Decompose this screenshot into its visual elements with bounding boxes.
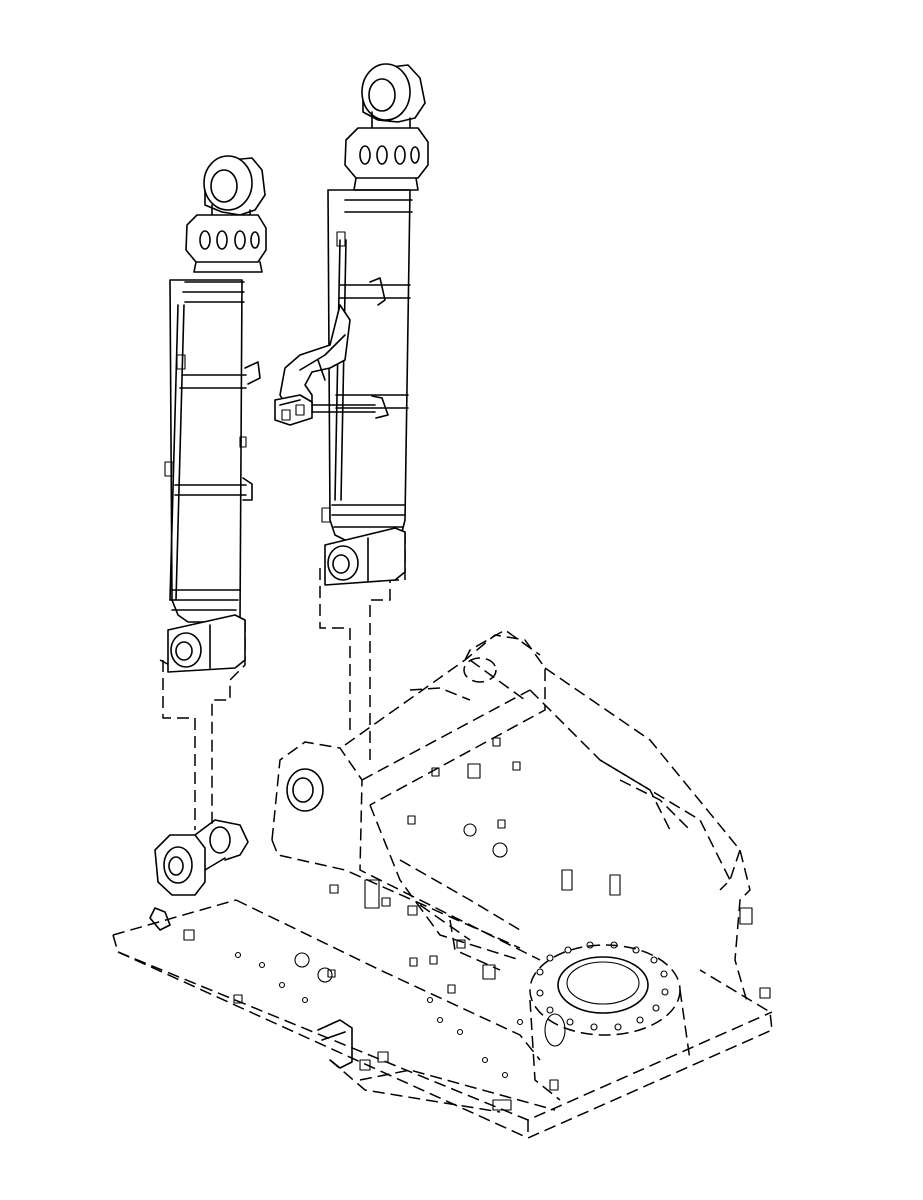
- left-cylinder: [164, 155, 267, 673]
- right-cylinder: [321, 63, 429, 586]
- hose-bracket: [274, 304, 376, 426]
- left-frame-lug: [154, 819, 249, 896]
- swing-bearing-mount: [529, 941, 691, 1101]
- main-frame: [112, 629, 773, 1139]
